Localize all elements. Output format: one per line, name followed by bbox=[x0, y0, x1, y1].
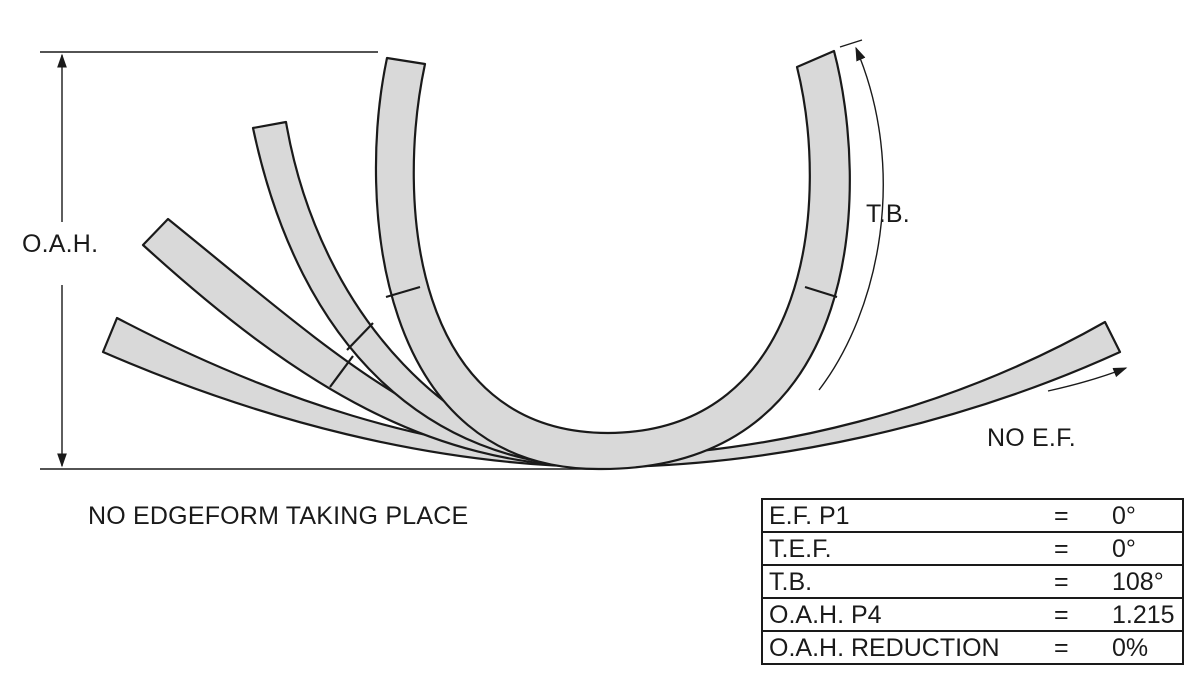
transition-line bbox=[804, 285, 838, 299]
row-key: O.A.H. P4 bbox=[762, 597, 1054, 631]
row-equals: = bbox=[1054, 564, 1094, 598]
row-equals: = bbox=[1054, 597, 1094, 631]
no-ef-label: NO E.F. bbox=[987, 424, 1076, 452]
transition-line bbox=[329, 355, 354, 388]
row-equals: = bbox=[1054, 531, 1094, 565]
row-key: E.F. P1 bbox=[769, 501, 850, 530]
row-equals: = bbox=[1054, 630, 1094, 664]
no-ef-arrow bbox=[1047, 367, 1128, 392]
row-value: 0° bbox=[1094, 531, 1183, 565]
row-key: T.B. bbox=[762, 564, 1054, 598]
table-row: T.E.F. = 0° bbox=[762, 531, 1183, 565]
oah-label: O.A.H. bbox=[22, 230, 99, 258]
caption: NO EDGEFORM TAKING PLACE bbox=[88, 502, 469, 530]
transition-line bbox=[385, 285, 421, 299]
transition-line bbox=[346, 322, 374, 351]
row-value: 108° bbox=[1094, 564, 1183, 598]
table-row: T.B. = 108° bbox=[762, 564, 1183, 598]
row-value: 0% bbox=[1094, 630, 1183, 664]
tb-arc-arrow bbox=[818, 46, 884, 391]
spec-table: E.F. P1 = 0° T.E.F. = 0° T.B. = 108° O.A… bbox=[761, 498, 1184, 665]
strip-stage-4 bbox=[374, 49, 851, 471]
row-key: O.A.H. REDUCTION bbox=[762, 630, 1054, 664]
tb-extension-tick bbox=[839, 39, 863, 48]
table-row: O.A.H. P4 = 1.215 bbox=[762, 597, 1183, 631]
row-key: T.E.F. bbox=[762, 531, 1054, 565]
row-value: 1.215 bbox=[1094, 597, 1183, 631]
row-value: 0° bbox=[1112, 501, 1136, 530]
tb-label: T.B. bbox=[866, 200, 910, 228]
table-row: E.F. P1 = 0° bbox=[762, 499, 1183, 532]
row-equals: = bbox=[1054, 501, 1069, 530]
table-row: O.A.H. REDUCTION = 0% bbox=[762, 630, 1183, 664]
